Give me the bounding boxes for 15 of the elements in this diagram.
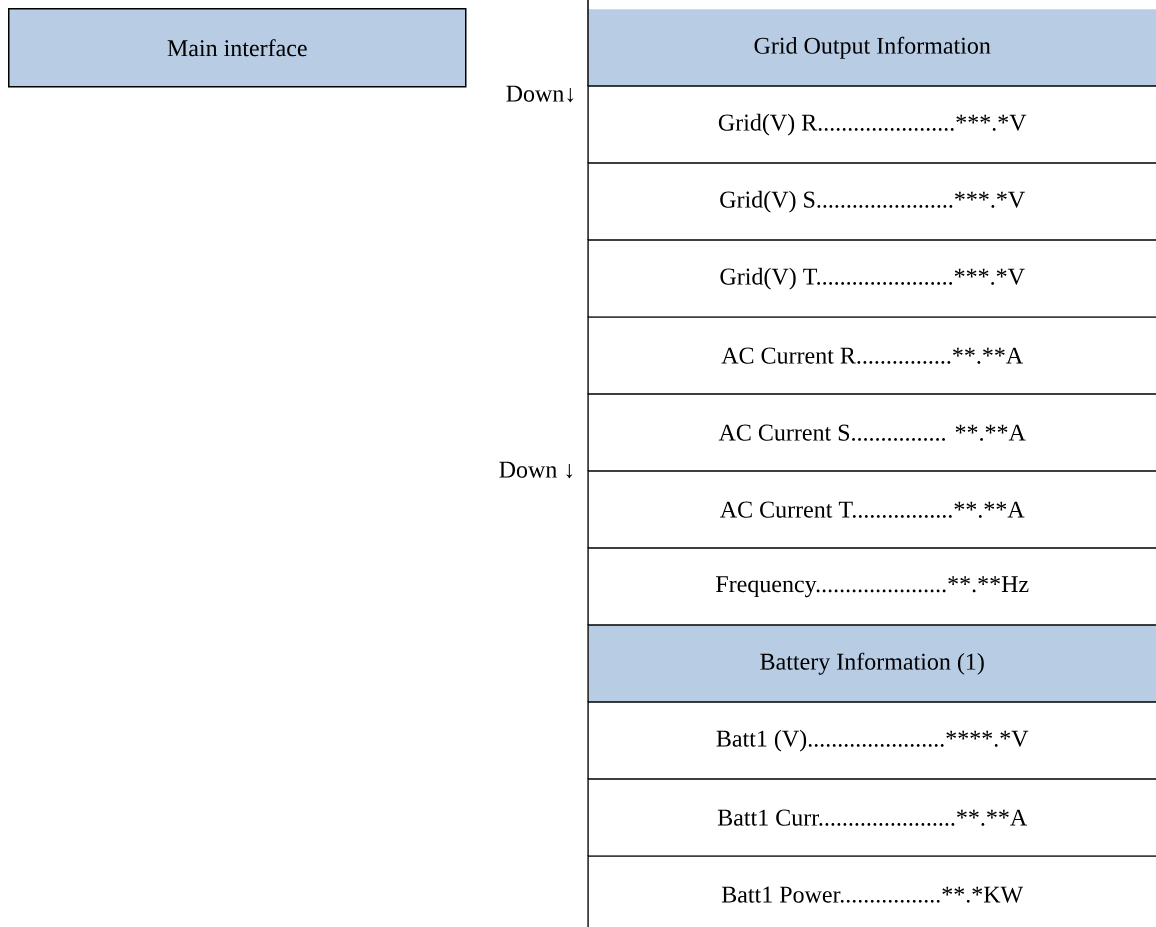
table-row: Frequency......................**.**Hz <box>587 547 1156 626</box>
table-row: Batt1 Power.................**.*KW <box>587 855 1156 927</box>
table-row: Batt1 (V).......................****.*V <box>587 701 1156 780</box>
table-row: AC Current R................**.**A <box>587 316 1156 395</box>
table-row: AC Current T.................**.**A <box>587 470 1156 549</box>
header-row: Battery Information (1) <box>587 624 1156 703</box>
table-row: Grid(V) R.......................***.*V <box>587 85 1156 164</box>
header-row: Grid Output Information <box>587 0 1156 87</box>
table-row: Grid(V) S.......................***.*V <box>587 162 1156 241</box>
navigation-label: Down↓ <box>506 85 574 103</box>
table-row: Grid(V) T.......................***.*V <box>587 239 1156 318</box>
navigation-label: Down ↓ <box>499 461 573 479</box>
menu-box: Main interface <box>8 8 467 88</box>
table-row: Batt1 Curr.......................**.**A <box>587 778 1156 857</box>
table-row: AC Current S................ **.**A <box>587 393 1156 472</box>
